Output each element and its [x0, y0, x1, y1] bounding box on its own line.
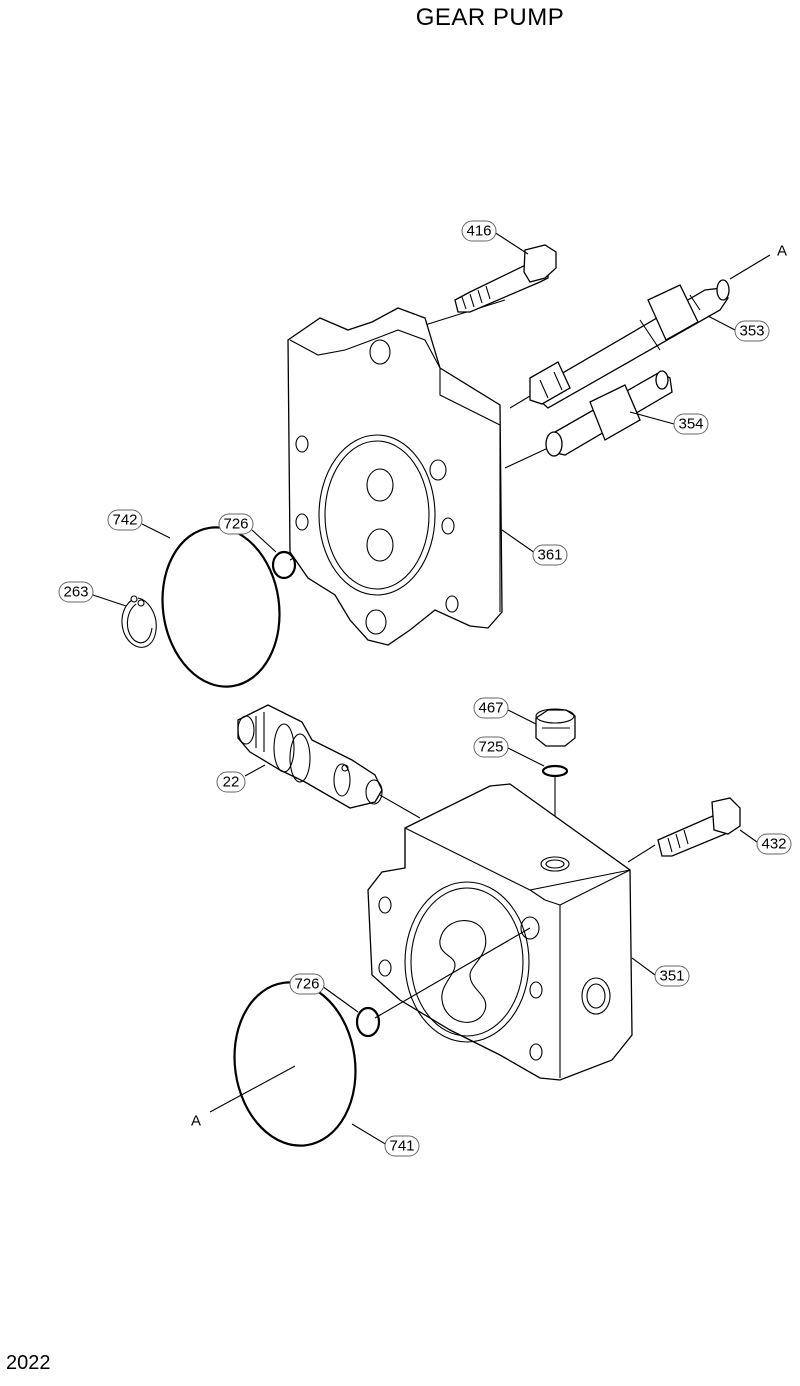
- svg-text:726: 726: [294, 976, 319, 993]
- reference-label-a-bottom: A: [191, 1113, 201, 1130]
- svg-text:726: 726: [223, 516, 248, 533]
- svg-text:354: 354: [678, 416, 703, 433]
- callout-416: 416: [461, 220, 497, 242]
- callout-726-bottom: 726: [289, 973, 325, 995]
- callout-467: 467: [473, 697, 509, 719]
- callout-725: 725: [473, 736, 509, 758]
- svg-text:353: 353: [739, 323, 764, 340]
- svg-text:467: 467: [478, 700, 503, 717]
- callout-351: 351: [654, 965, 690, 987]
- bolt-432: [627, 797, 741, 863]
- svg-text:361: 361: [537, 547, 562, 564]
- body-351: [367, 783, 633, 1081]
- shaft-354: [545, 370, 673, 457]
- svg-text:741: 741: [389, 1138, 414, 1155]
- callout-22: 22: [216, 771, 246, 793]
- svg-text:725: 725: [478, 739, 503, 756]
- snap-ring-263: [121, 595, 157, 648]
- cover-361: [287, 307, 503, 646]
- oring-725: [541, 764, 569, 778]
- svg-text:742: 742: [112, 512, 137, 529]
- callout-726-top: 726: [218, 513, 254, 535]
- seal-741: [233, 981, 357, 1147]
- svg-text:22: 22: [223, 774, 240, 791]
- callout-263: 263: [58, 581, 94, 603]
- bolt-416: [454, 244, 557, 313]
- callout-742: 742: [107, 509, 143, 531]
- svg-text:432: 432: [761, 836, 786, 853]
- plug-467: [535, 708, 576, 747]
- callout-353: 353: [734, 320, 770, 342]
- seal-742: [161, 526, 281, 688]
- shaft-353: [528, 279, 730, 409]
- valve-22: [237, 704, 421, 819]
- callout-354: 354: [673, 413, 709, 435]
- svg-text:416: 416: [466, 223, 491, 240]
- oring-726-bottom: [355, 1006, 381, 1038]
- callout-432: 432: [756, 833, 792, 855]
- page-number: 2022: [6, 1352, 51, 1374]
- reference-label-a-top: A: [777, 243, 787, 260]
- oring-726-top: [271, 550, 297, 580]
- callout-741: 741: [384, 1135, 420, 1157]
- callout-361: 361: [532, 544, 568, 566]
- callout-leaders: [89, 231, 758, 1146]
- svg-text:351: 351: [659, 968, 684, 985]
- axis-line-bottom: [209, 927, 531, 1113]
- diagram-title: GEAR PUMP: [415, 4, 565, 31]
- svg-text:263: 263: [63, 584, 88, 601]
